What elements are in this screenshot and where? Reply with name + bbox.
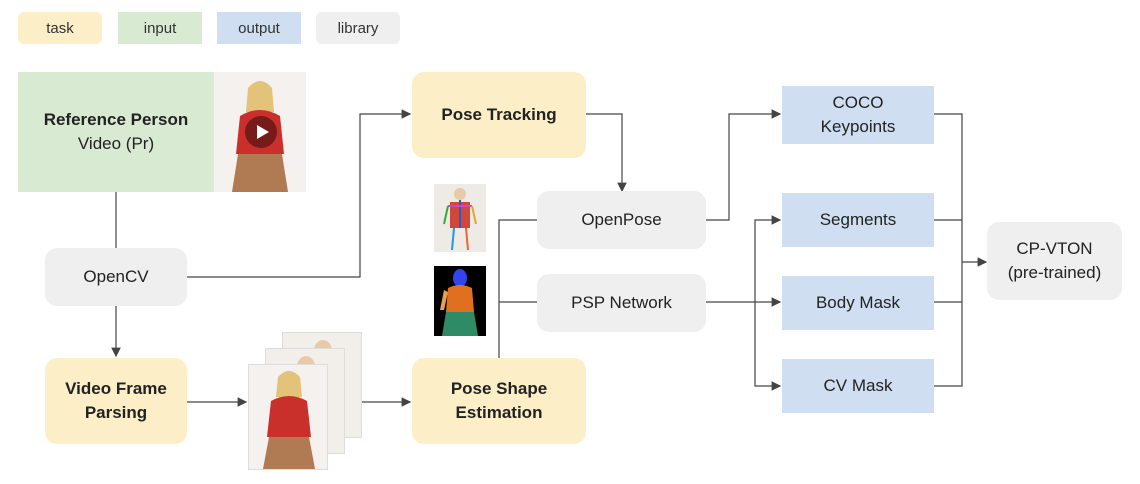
edge-openpose-to-coco [706,109,782,221]
body-mask-label: Body Mask [815,293,901,312]
coco-line1: COCO [832,93,884,112]
video-frame-parsing-node: Video Frame Parsing [45,358,187,444]
openpose-node: OpenPose [537,191,706,249]
pose-skeleton-thumbnail [434,184,486,252]
pose-shape-line2: Estimation [455,403,543,422]
body-mask-node: Body Mask [782,276,934,330]
segments-node: Segments [782,193,934,247]
cv-mask-node: CV Mask [782,359,934,413]
cv-mask-label: CV Mask [823,376,893,395]
opencv-node: OpenCV [45,248,187,306]
reference-person-subtitle: Video (Pr) [77,134,155,153]
frame-thumbnail-front [248,364,328,470]
cp-vton-node: CP-VTON (pre-trained) [987,222,1122,300]
cp-vton-line2: (pre-trained) [1007,263,1102,282]
segments-label: Segments [819,210,897,229]
cp-vton-line1: CP-VTON [1016,239,1093,258]
pose-shape-estimation-node: Pose Shape Estimation [412,358,586,444]
edge-psp-to-segments [754,215,782,302]
play-button-icon[interactable] [245,116,277,148]
legend-task: task [18,12,102,44]
legend-input: input [118,12,202,44]
psp-network-node: PSP Network [537,274,706,332]
opencv-label: OpenCV [83,267,149,286]
legend-output: output [217,12,301,44]
coco-keypoints-node: COCO Keypoints [782,86,934,144]
edge-pose-tracking-to-openpose [586,113,627,193]
edge-opencv-to-pose-tracking [187,109,412,278]
reference-person-video-node: Reference Person Video (Pr) [18,72,214,192]
coco-line2: Keypoints [820,117,896,136]
psp-network-label: PSP Network [571,293,672,312]
legend-library: library [316,12,400,44]
edge-psp-to-cv-mask [754,302,782,391]
pose-tracking-node: Pose Tracking [412,72,586,158]
reference-person-title: Reference Person [43,110,189,129]
body-segmentation-thumbnail [434,266,486,336]
pose-tracking-label: Pose Tracking [441,105,557,124]
edge-pose-shape-to-openpose [498,219,537,358]
reference-video-thumbnail [214,72,306,192]
openpose-label: OpenPose [581,210,662,229]
video-frame-parsing-line2: Parsing [84,403,148,422]
pose-shape-line1: Pose Shape [450,379,548,398]
video-frame-parsing-line1: Video Frame [65,379,167,398]
edge-outputs-bus [934,113,963,387]
